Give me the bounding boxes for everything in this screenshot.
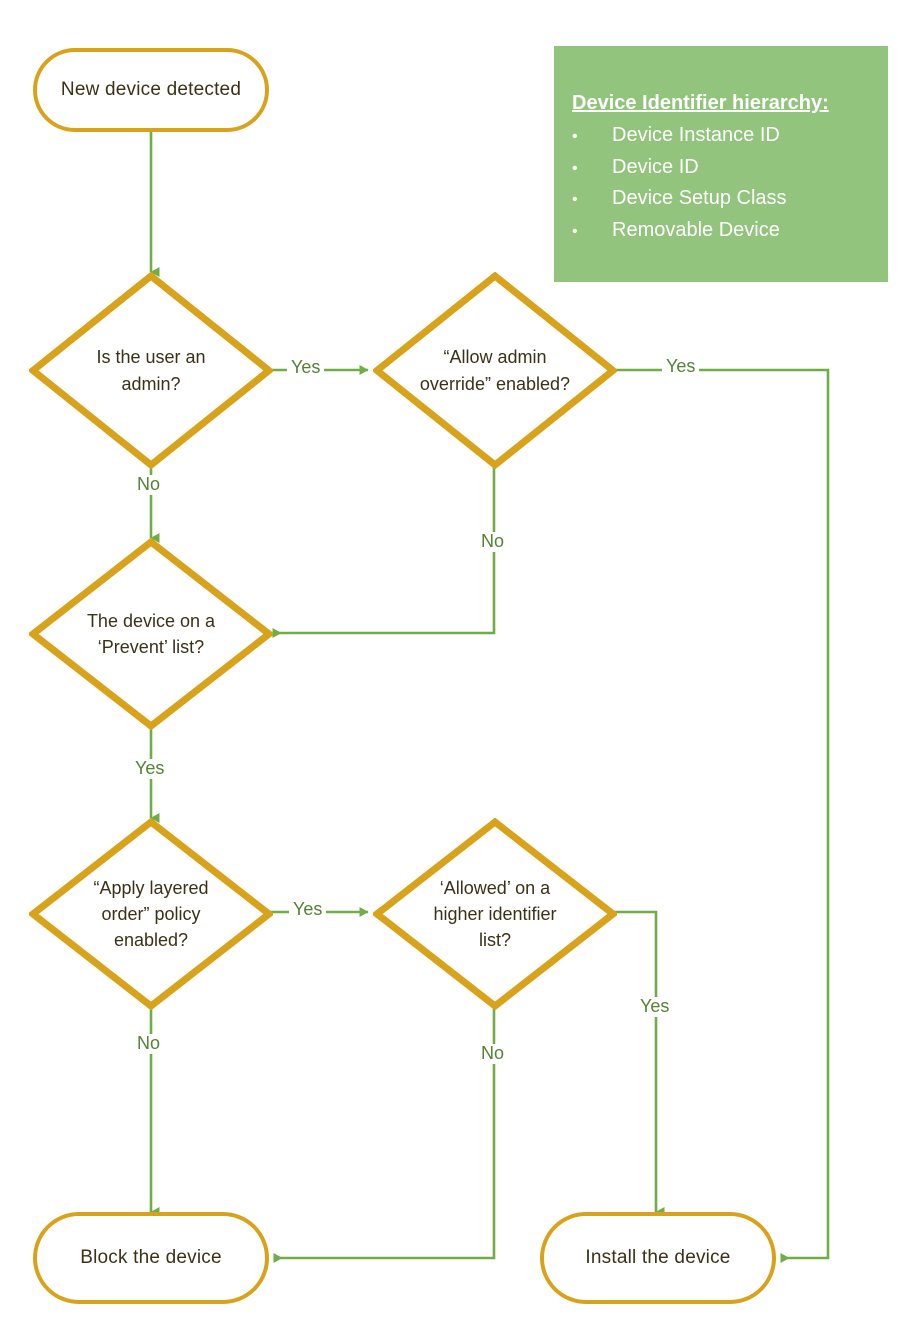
bullet-icon: • xyxy=(572,222,578,240)
bullet-icon: • xyxy=(572,159,578,177)
legend-device-identifier-hierarchy: Device Identifier hierarchy: • Device In… xyxy=(554,46,888,282)
legend-list-item: • Device Setup Class xyxy=(554,183,888,215)
diamond-shape-apply-layered-order xyxy=(29,818,273,1010)
node-block-device[interactable]: Block the device xyxy=(33,1212,269,1304)
node-on-prevent-list[interactable]: The device on a ‘Prevent’ list? xyxy=(29,538,273,730)
node-allowed-higher-identifier-label: ‘Allowed’ on a higher identifier list? xyxy=(433,877,557,951)
node-block-device-label: Block the device xyxy=(80,1246,222,1268)
edge-allowed-no-to-block xyxy=(273,1007,496,1263)
edge-label-prevent-yes: Yes xyxy=(131,758,169,779)
legend-title: Device Identifier hierarchy: xyxy=(572,92,829,114)
node-allow-admin-override[interactable]: “Allow admin override” enabled? xyxy=(373,272,617,469)
edge-label-allowed-no: No xyxy=(477,1043,509,1064)
node-on-prevent-list-label: The device on a ‘Prevent’ list? xyxy=(86,610,216,657)
legend-item-label: Device Instance ID xyxy=(612,124,780,146)
legend-list: • Device Instance ID • Device ID • Devic… xyxy=(554,120,888,246)
edge-label-override-no: No xyxy=(477,531,509,552)
legend-list-item: • Removable Device xyxy=(554,215,888,247)
legend-list-item: • Device ID xyxy=(554,152,888,184)
diamond-shape-allow-admin-override xyxy=(373,272,617,469)
diamond-shape-allowed-higher-identifier xyxy=(373,818,617,1010)
edge-override-yes-to-install xyxy=(607,368,830,1263)
node-install-device-label: Install the device xyxy=(585,1246,731,1268)
node-is-admin[interactable]: Is the user an admin? xyxy=(29,272,273,469)
edge-label-is-admin-yes: Yes xyxy=(287,357,325,378)
edge-label-layered-yes: Yes xyxy=(289,899,327,920)
edge-override-no-to-prevent xyxy=(272,464,496,638)
node-is-admin-label: Is the user an admin? xyxy=(96,347,206,394)
node-allow-admin-override-label: “Allow admin override” enabled? xyxy=(419,347,571,394)
node-install-device[interactable]: Install the device xyxy=(540,1212,776,1304)
diamond-shape-on-prevent-list xyxy=(29,538,273,730)
edge-label-is-admin-no: No xyxy=(133,474,165,495)
node-allowed-higher-identifier[interactable]: ‘Allowed’ on a higher identifier list? xyxy=(373,818,617,1010)
node-start[interactable]: New device detected xyxy=(33,48,269,132)
node-start-label: New device detected xyxy=(60,78,242,100)
node-apply-layered-order-label: “Apply layered order” policy enabled? xyxy=(93,877,209,951)
diamond-shape-is-admin xyxy=(29,272,273,469)
edge-label-layered-no: No xyxy=(133,1033,165,1054)
bullet-icon: • xyxy=(572,191,578,209)
legend-item-label: Device Setup Class xyxy=(612,187,787,210)
legend-item-label: Device ID xyxy=(612,155,699,178)
edge-label-override-yes: Yes xyxy=(662,356,700,377)
bullet-icon: • xyxy=(572,128,578,145)
edge-allowed-yes-to-install xyxy=(607,910,665,1217)
node-apply-layered-order[interactable]: “Apply layered order” policy enabled? xyxy=(29,818,273,1010)
legend-item-label: Removable Device xyxy=(612,218,780,241)
legend-list-item: • Device Instance ID xyxy=(554,120,888,152)
edge-label-allowed-yes: Yes xyxy=(636,996,674,1017)
